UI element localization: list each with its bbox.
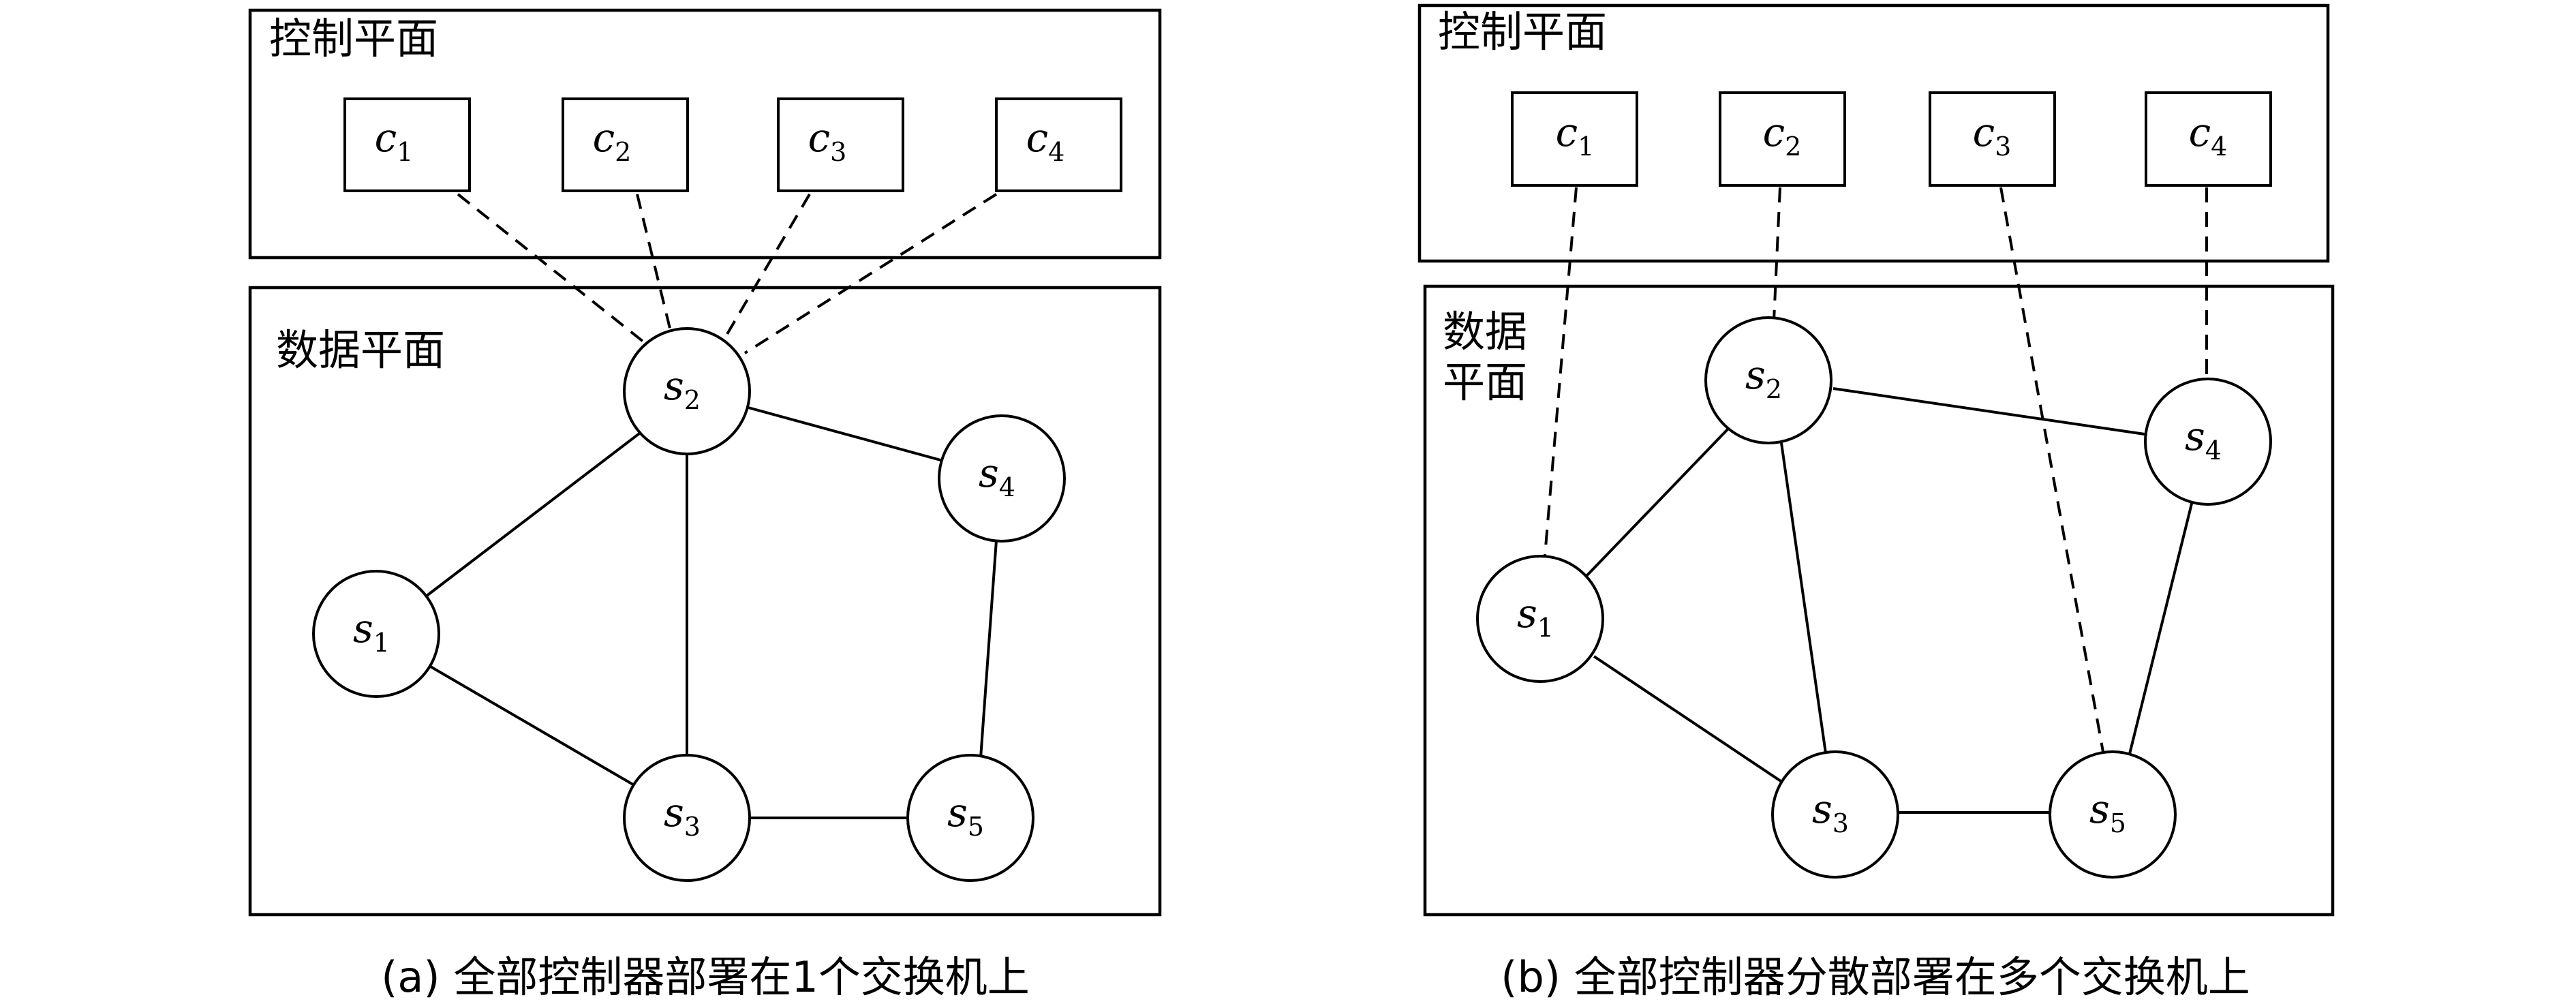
- control-link-c2-s2: [1773, 187, 1781, 321]
- control-link-c1-s1: [1544, 187, 1578, 556]
- controller-label: c4: [2189, 109, 2228, 162]
- controller-box: [1719, 91, 1846, 187]
- panel-a-switch-s1: s1: [312, 570, 440, 698]
- switch-circle: [938, 414, 1066, 543]
- switch-circle: [906, 754, 1034, 882]
- panel-b: 控制平面 数据 平面 c1 c2: [1417, 3, 2335, 1002]
- switch-label: s1: [353, 605, 390, 658]
- control-link-c2-s2: [636, 194, 673, 335]
- panel-a-data-plane-box: [248, 286, 1162, 917]
- link-s1-s2: [422, 428, 646, 600]
- controller-box: [995, 97, 1122, 192]
- switch-circle: [1704, 316, 1833, 444]
- controller-label: c2: [593, 115, 632, 167]
- switch-circle: [2144, 378, 2272, 506]
- panel-b-data-plane-label-line1: 数据: [1443, 307, 1527, 356]
- panel-a-controller-c1: c1: [343, 97, 471, 192]
- switch-circle: [623, 327, 751, 455]
- controller-label: c3: [1973, 109, 2012, 162]
- switch-circle: [2049, 750, 2177, 879]
- switch-circle: [623, 754, 751, 882]
- control-link-c3-s5: [1999, 187, 2104, 752]
- controller-box: [2145, 91, 2272, 187]
- panel-a-switch-s3: s3: [623, 754, 751, 882]
- panel-b-switch-s2: s2: [1704, 316, 1833, 444]
- controller-label: c1: [375, 115, 414, 167]
- switch-label: s2: [1745, 352, 1782, 404]
- panel-b-data-plane-label-line2: 平面: [1443, 357, 1527, 407]
- panel-a-control-links: [457, 193, 998, 354]
- switch-circle: [1476, 555, 1604, 683]
- panel-b-switch-s3: s3: [1771, 750, 1899, 879]
- controller-box: [1929, 91, 2056, 187]
- panel-b-switch-s4: s4: [2144, 378, 2272, 506]
- link-s2-s3: [1780, 442, 1827, 754]
- switch-label: s5: [947, 789, 984, 842]
- panel-b-control-plane-label: 控制平面: [1438, 7, 1607, 57]
- panel-a-control-plane-label: 控制平面: [269, 14, 438, 63]
- link-s4-s5: [2128, 500, 2194, 757]
- panel-b-controller-c2: c2: [1719, 91, 1846, 187]
- controller-box: [343, 97, 471, 192]
- panel-b-switch-s1: s1: [1476, 555, 1604, 683]
- switch-label: s5: [2089, 786, 2126, 838]
- controller-box: [777, 97, 904, 192]
- panel-a-controller-c3: c3: [777, 97, 904, 192]
- link-s1-s3: [1593, 655, 1788, 787]
- panel-b-controller-c1: c1: [1511, 91, 1638, 187]
- panel-a-switch-s4: s4: [938, 414, 1066, 543]
- panel-b-control-plane-box: [1417, 3, 2330, 263]
- panel-b-controller-c4: c4: [2145, 91, 2272, 187]
- switch-label: s3: [1812, 786, 1849, 838]
- control-link-c1-s2: [457, 193, 652, 349]
- switch-circle: [1771, 750, 1899, 879]
- panel-a-controller-c4: c4: [995, 97, 1122, 192]
- panel-b-data-plane-box: [1423, 284, 2335, 917]
- control-link-c3-s2: [721, 193, 811, 344]
- control-link-c4-s2: [743, 193, 998, 354]
- panel-a-data-plane-label: 数据平面: [276, 325, 445, 375]
- controller-label: c4: [1026, 115, 1065, 167]
- link-s2-s4: [748, 406, 941, 461]
- panel-b-caption: (b) 全部控制器分散部署在多个交换机上: [1501, 952, 2250, 1002]
- controller-label: c1: [1556, 109, 1595, 162]
- link-s4-s5: [979, 540, 998, 759]
- panel-a-switch-s2: s2: [623, 327, 751, 455]
- panel-a-control-plane-box: [248, 8, 1162, 260]
- panel-a: 控制平面 数据平面 c1 c2 c3: [248, 8, 1162, 1002]
- panel-a-controller-c2: c2: [562, 97, 689, 192]
- link-s2-s4: [1833, 387, 2145, 436]
- switch-circle: [312, 570, 440, 698]
- switch-label: s2: [664, 363, 701, 415]
- panel-b-control-links: [1544, 187, 2208, 752]
- switch-label: s4: [2185, 413, 2222, 466]
- switch-label: s1: [1517, 590, 1554, 643]
- switch-label: s4: [979, 450, 1015, 502]
- link-s1-s2: [1585, 428, 1729, 577]
- controller-box: [562, 97, 689, 192]
- panel-a-links: [422, 406, 998, 819]
- panel-a-caption: (a) 全部控制器部署在1个交换机上: [381, 952, 1030, 1002]
- switch-label: s3: [664, 789, 701, 842]
- panel-b-links: [1585, 387, 2194, 814]
- link-s1-s3: [428, 665, 638, 788]
- controller-label: c2: [1763, 109, 1802, 162]
- panel-b-switch-s5: s5: [2049, 750, 2177, 879]
- controller-box: [1511, 91, 1638, 187]
- controller-label: c3: [808, 115, 847, 167]
- panel-b-controller-c3: c3: [1929, 91, 2056, 187]
- panel-a-switch-s5: s5: [906, 754, 1034, 882]
